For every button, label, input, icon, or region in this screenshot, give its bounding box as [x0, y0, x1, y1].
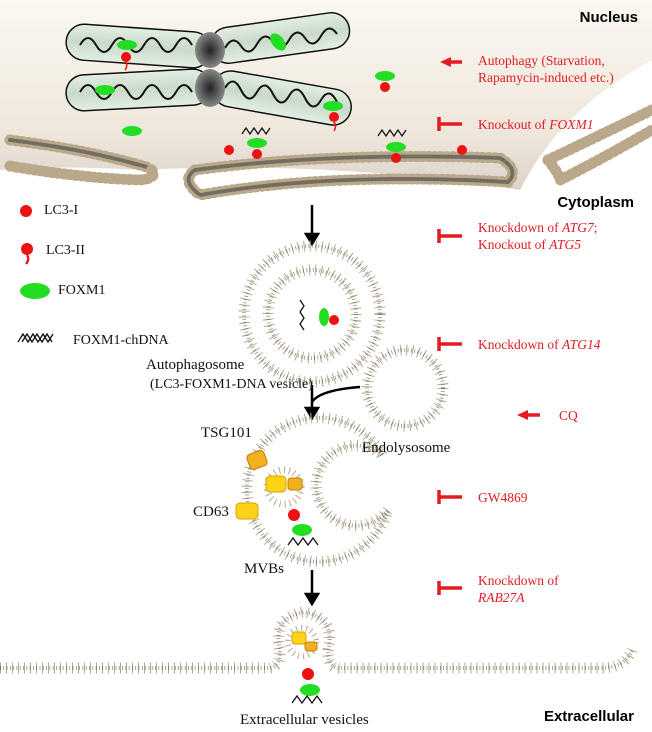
endolysosome-label: Endolysosome	[362, 440, 451, 456]
regulator-atg7-atg5: Knockdown of ATG7; Knockout of ATG5	[478, 219, 598, 253]
cytoplasm-label: Cytoplasm	[557, 194, 634, 211]
inhibit-bar-icon	[437, 229, 462, 243]
inhibit-bar-icon	[437, 337, 462, 351]
lc3-i-icon	[20, 205, 32, 217]
legend-label-lc3-i: LC3-I	[44, 203, 79, 218]
regulator-autophagy: Autophagy (Starvation, Rapamycin-induced…	[478, 52, 614, 86]
mvbs-label: MVBs	[244, 561, 285, 577]
nuclear-envelope	[4, 104, 652, 201]
regulator-rab27a: Knockdown of RAB27A	[478, 572, 559, 606]
regulator-prefix: Knockdown of	[478, 337, 562, 352]
gene-name: ATG14	[562, 337, 601, 352]
legend-label-foxm1: FOXM1	[58, 283, 106, 298]
autophagosome-sublabel: (LC3-FOXM1-DNA vesicle)	[150, 377, 313, 392]
inhibit-bar-icon	[437, 581, 462, 595]
endolysosome	[361, 344, 449, 432]
legend-label-dna: FOXM1-chDNA	[73, 333, 169, 348]
regulator-atg14: Knockdown of ATG14	[478, 336, 601, 353]
legend-icons	[17, 205, 54, 344]
regulator-prefix: Knockdown of	[478, 573, 559, 588]
foxm1-icon	[20, 283, 50, 299]
tsg101-label: TSG101	[201, 425, 252, 441]
gene-name: ATG5	[549, 237, 582, 252]
gene-name: RAB27A	[478, 590, 525, 605]
regulator-prefix: Knockout of	[478, 117, 550, 132]
regulator-foxm1-knockout: Knockout of FOXM1	[478, 116, 594, 133]
plasma-membrane	[0, 606, 638, 705]
inhibit-bar-icon	[437, 490, 462, 504]
flow-arrows	[303, 205, 361, 607]
regulator-autophagy-line2: Rapamycin-induced etc.)	[478, 70, 614, 85]
regulator-prefix: Knockout of	[478, 237, 550, 252]
legend-label-lc3-ii: LC3-II	[46, 243, 85, 258]
activate-arrow-icon	[517, 410, 540, 420]
regulator-autophagy-line1: Autophagy (Starvation,	[478, 53, 605, 68]
nucleus-label: Nucleus	[579, 9, 638, 26]
regulator-cq: CQ	[559, 408, 578, 423]
regulator-prefix: Knockdown of	[478, 220, 562, 235]
regulator-gw4869: GW4869	[478, 490, 528, 505]
mvb	[235, 412, 394, 568]
autophagosome	[238, 240, 386, 388]
cd63-label: CD63	[193, 504, 229, 520]
autophagosome-label: Autophagosome	[146, 357, 245, 373]
regulator-symbols	[437, 57, 540, 595]
gene-name: FOXM1	[549, 117, 594, 132]
extracellular-label: Extracellular	[543, 708, 634, 725]
inhibit-bar-icon	[437, 117, 462, 131]
gene-name: ATG7	[562, 220, 594, 235]
dna-icon	[17, 332, 54, 344]
nuclear-complexes	[95, 33, 467, 163]
activate-arrow-icon	[440, 57, 462, 67]
extracellular-vesicles-label: Extracellular vesicles	[240, 712, 369, 728]
regulator-suffix: ;	[593, 220, 598, 235]
lc3-ii-icon	[21, 243, 33, 265]
